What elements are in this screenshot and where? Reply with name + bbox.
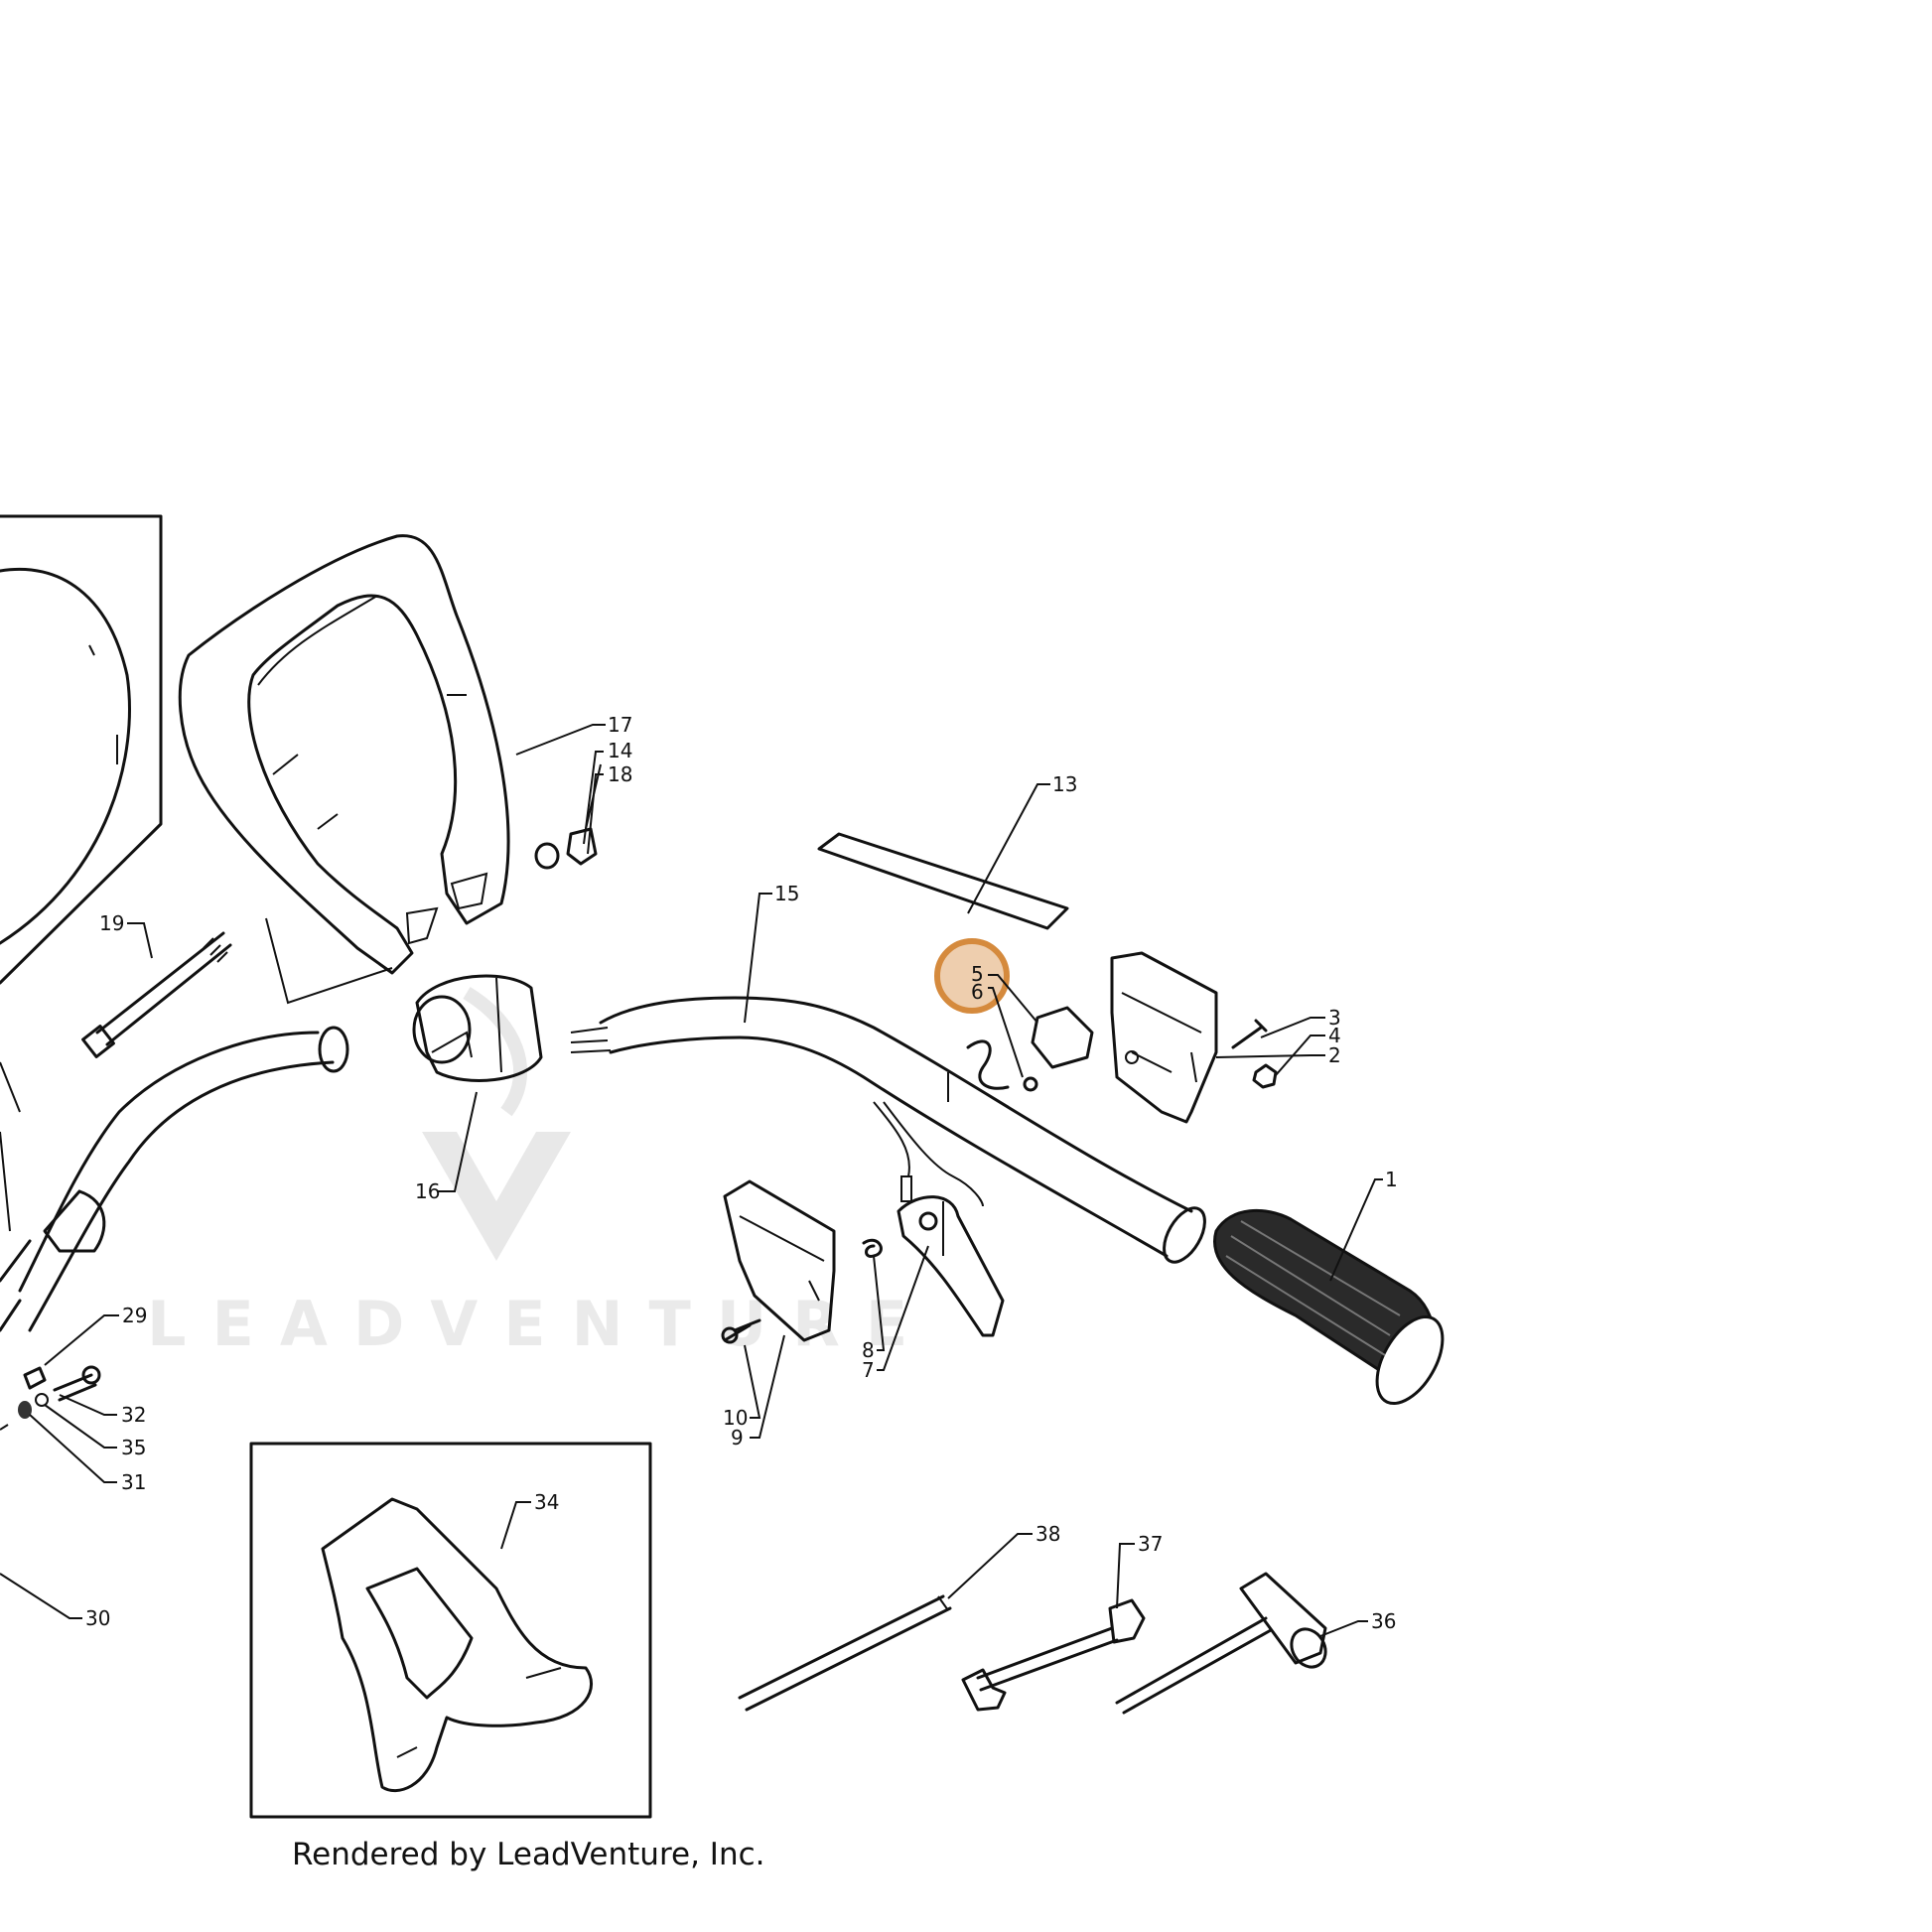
callout-17: 17 xyxy=(608,713,632,737)
wiring-cables xyxy=(873,1101,984,1207)
loop-handle-part-17 xyxy=(178,534,510,975)
callout-9: 9 xyxy=(731,1426,744,1449)
screw-nut-part-3-4 xyxy=(1231,1019,1278,1089)
callout-7: 7 xyxy=(862,1358,875,1382)
callout-2: 2 xyxy=(1328,1043,1341,1067)
clamp-part-16 xyxy=(412,974,543,1082)
callout-5: 5 xyxy=(971,962,984,986)
callout-16: 16 xyxy=(415,1179,440,1203)
callout-18: 18 xyxy=(608,762,632,786)
callout-10: 10 xyxy=(723,1406,748,1430)
callout-19: 19 xyxy=(99,911,124,935)
inset-box-part-34 xyxy=(249,1442,652,1819)
decal-part-13 xyxy=(817,832,1069,930)
callout-labels: 17 14 18 19 13 15 5 6 3 4 2 1 16 8 7 10 … xyxy=(85,713,1398,1633)
callout-38: 38 xyxy=(1035,1522,1060,1546)
callout-31: 31 xyxy=(121,1470,146,1494)
callout-3: 3 xyxy=(1328,1006,1341,1030)
callout-8: 8 xyxy=(862,1338,875,1362)
callout-35: 35 xyxy=(121,1436,146,1459)
callout-30: 30 xyxy=(85,1606,110,1630)
handle-tube-part-15 xyxy=(570,996,1206,1264)
grip-part-1 xyxy=(1213,1208,1445,1406)
throttle-housing-part-2 xyxy=(1110,951,1218,1124)
engine-cover-part xyxy=(0,514,163,985)
rod-part-38 xyxy=(738,1594,952,1712)
long-bolt-part-19 xyxy=(81,931,232,1058)
hardware-part-29-35 xyxy=(0,1365,101,1431)
callout-13: 13 xyxy=(1052,772,1077,796)
callout-29: 29 xyxy=(122,1304,147,1327)
wrench-part-37 xyxy=(961,1598,1146,1712)
t-wrench-part-36 xyxy=(1115,1572,1327,1715)
watermark-text: LEADVENTURE xyxy=(147,1288,933,1360)
callout-6: 6 xyxy=(971,980,984,1004)
credit-text: Rendered by LeadVenture, Inc. xyxy=(292,1837,765,1872)
callout-34: 34 xyxy=(534,1490,559,1514)
highlight-marker[interactable] xyxy=(934,938,1010,1014)
callout-4: 4 xyxy=(1328,1024,1341,1047)
switch-part-5-6 xyxy=(966,1006,1094,1092)
callout-36: 36 xyxy=(1371,1609,1396,1633)
callout-14: 14 xyxy=(608,739,632,762)
lower-housing-part-9-10 xyxy=(721,1179,836,1344)
leader-lines xyxy=(0,724,1383,1637)
callout-15: 15 xyxy=(774,882,799,905)
callout-32: 32 xyxy=(121,1403,146,1427)
callout-1: 1 xyxy=(1385,1168,1398,1191)
lower-handle-pipe xyxy=(0,1026,349,1332)
callout-37: 37 xyxy=(1138,1532,1163,1556)
